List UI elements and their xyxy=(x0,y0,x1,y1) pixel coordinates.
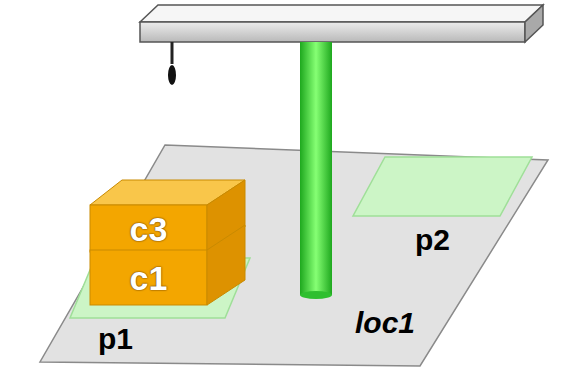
hook xyxy=(168,65,176,85)
box-front-face xyxy=(90,250,207,305)
pad-shape xyxy=(353,157,532,216)
crane-pole xyxy=(300,42,332,295)
beam-top xyxy=(140,5,543,22)
ground-plane: loc1p1c3c1p2 xyxy=(40,145,548,366)
pad-label: p1 xyxy=(98,324,133,354)
beam-front xyxy=(140,22,525,42)
box-side-face xyxy=(207,225,245,305)
container-box-outline xyxy=(90,250,245,305)
pad-label: p2 xyxy=(415,225,450,255)
container-label: c1 xyxy=(90,250,207,305)
pallet-pad-outline xyxy=(353,157,533,217)
pallet-pad: p1c3c1 xyxy=(70,258,250,318)
hook-cable xyxy=(171,42,174,64)
beam-side xyxy=(525,5,543,42)
crane-pole-base xyxy=(300,291,332,299)
location-label: loc1 xyxy=(355,308,415,338)
ground-plane-shape xyxy=(40,145,548,366)
pallet-pad: p2 xyxy=(353,157,533,217)
box-front-face xyxy=(90,205,207,252)
container-box: c1 xyxy=(90,250,245,305)
container-label: c3 xyxy=(90,205,207,252)
